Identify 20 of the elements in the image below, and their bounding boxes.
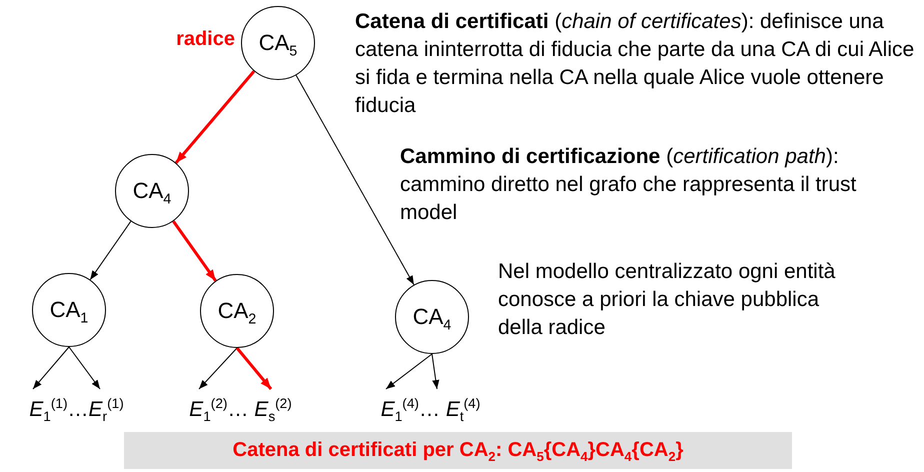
arrow bbox=[90, 220, 132, 280]
ca-node-circle: CA$_{4}$ bbox=[115, 154, 189, 228]
ca-node-circle: CA$_{2}$ bbox=[200, 274, 274, 348]
ca-node-circle: CA$_{5}$ bbox=[241, 6, 315, 80]
arrow bbox=[198, 348, 238, 390]
arrow bbox=[174, 70, 256, 164]
arrow bbox=[32, 346, 70, 390]
certificate-chain-banner: Catena di certificati per CA$_{2}$: CA$_{5}${CA$_{4}$}CA$_{4}${CA$_{2}$} bbox=[124, 432, 792, 469]
ca-node-circle: CA$_{1}$ bbox=[32, 273, 106, 347]
arrow bbox=[386, 354, 432, 390]
arrow bbox=[432, 354, 440, 390]
root-label: radice bbox=[176, 28, 235, 51]
arrow bbox=[68, 346, 100, 390]
ca-node-circle: CA$_{4}$ bbox=[395, 280, 469, 354]
description-paragraph: Catena di certificati (chain of certificates): definisce una catena ininterrotta di fiducia che parte da una CA di cui Alice si fida e termina nella CA nella quale Alice vuole ottenere fiducia bbox=[355, 9, 915, 119]
arrow bbox=[236, 347, 272, 390]
description-paragraph: Nel modello centralizzato ogni entità conosce a priori la chiave pubblica della radice bbox=[498, 259, 836, 341]
arrow bbox=[172, 220, 217, 282]
arrow bbox=[296, 74, 414, 286]
description-paragraph: Cammino di certificazione (certification path): cammino diretto nel grafo che rappresenta il trust model bbox=[400, 144, 858, 226]
